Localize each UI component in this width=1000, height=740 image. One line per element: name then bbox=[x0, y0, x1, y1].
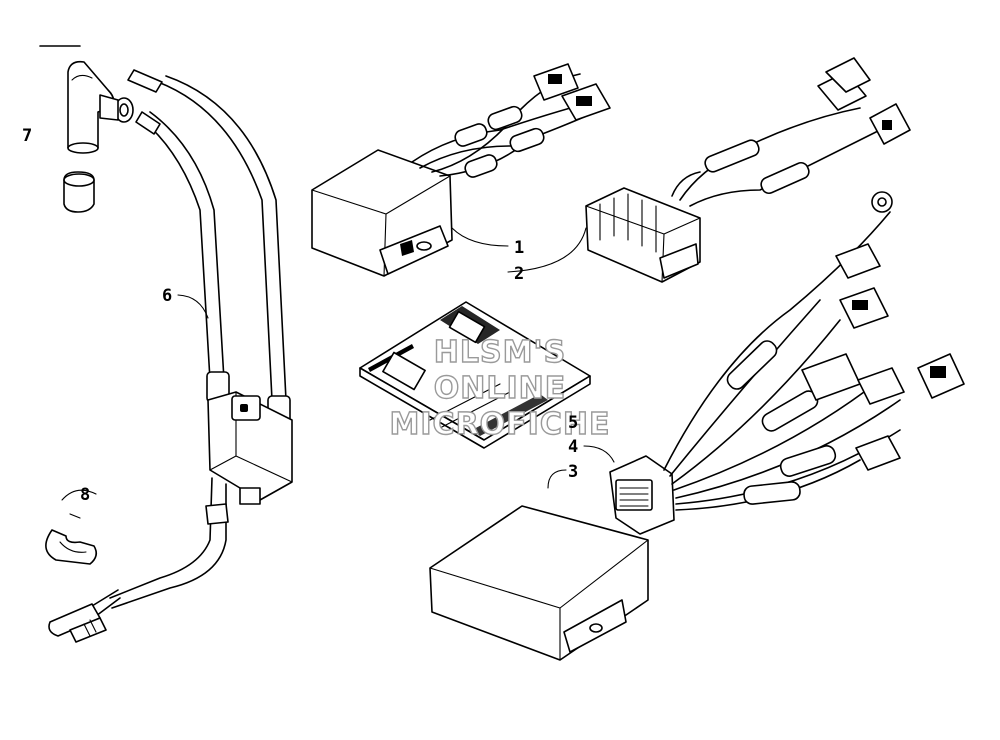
voltage-regulator bbox=[585, 57, 911, 283]
callout-3: 3 bbox=[568, 462, 578, 482]
ecu-box bbox=[429, 505, 649, 661]
wiring-harness bbox=[609, 191, 965, 535]
watermark-line-3: MICROFICHE bbox=[390, 407, 611, 442]
callout-4: 4 bbox=[568, 437, 578, 457]
spark-plug-cap bbox=[67, 60, 134, 154]
circuit-board bbox=[359, 301, 591, 449]
wire-clip bbox=[45, 513, 98, 565]
callout-labels: 1 2 3 4 5 6 7 8 bbox=[22, 126, 578, 505]
callout-1: 1 bbox=[514, 238, 524, 258]
callout-8: 8 bbox=[80, 485, 90, 505]
callout-6: 6 bbox=[162, 286, 172, 306]
watermark-line-1: HLSM'S bbox=[434, 335, 566, 370]
leader-lines bbox=[61, 227, 615, 501]
callout-2: 2 bbox=[514, 264, 524, 284]
spark-plug-boot bbox=[63, 171, 95, 213]
cdi-unit bbox=[311, 63, 611, 277]
callout-7: 7 bbox=[22, 126, 32, 146]
watermark: HLSM'S ONLINE MICROFICHE bbox=[389, 334, 611, 442]
ignition-coil bbox=[48, 69, 293, 643]
callout-5: 5 bbox=[568, 413, 578, 433]
watermark-line-2: ONLINE bbox=[434, 371, 567, 406]
